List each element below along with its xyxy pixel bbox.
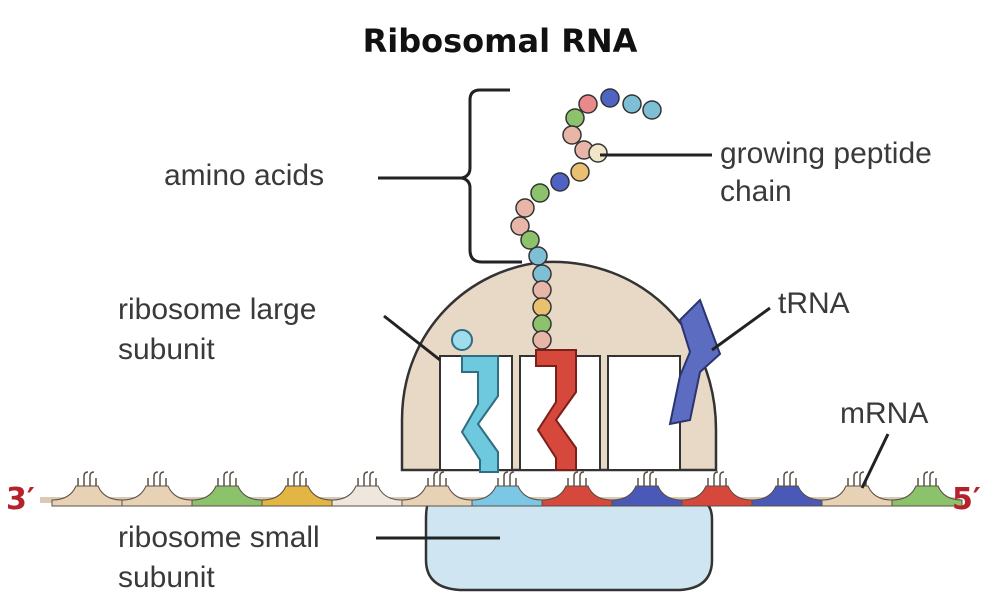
codon	[121, 485, 193, 507]
codon-bases	[847, 471, 867, 486]
amino-acid-bead	[510, 216, 530, 236]
codon	[331, 485, 403, 507]
label-trna: tRNA	[778, 287, 850, 320]
codon	[261, 485, 333, 507]
codon	[891, 485, 963, 507]
amino-acid-bead	[532, 297, 552, 317]
codon	[751, 485, 823, 507]
codon-bases	[147, 471, 167, 486]
codon	[401, 485, 473, 507]
label-mrna: mRNA	[840, 397, 929, 430]
codon	[821, 485, 893, 507]
amino-acid-bead	[570, 162, 590, 182]
trna-amino-acid	[451, 329, 473, 351]
amino-acid-bead	[515, 198, 535, 218]
codon-bases	[777, 471, 797, 486]
mrna-codons	[51, 471, 963, 507]
label-3-prime: 3′	[6, 482, 35, 517]
codon-bases	[357, 471, 377, 486]
label-5-prime: 5′	[952, 482, 981, 517]
codon	[471, 485, 543, 507]
label-growing-peptide-chain: chain	[720, 175, 792, 208]
amino-acid-bead	[565, 108, 585, 128]
amino-acid-bead	[622, 94, 642, 114]
amino-acid-bead	[520, 230, 540, 250]
codon	[681, 485, 753, 507]
amino-acid-bead	[600, 88, 620, 108]
label-growing-peptide: growing peptide	[720, 137, 932, 170]
label-amino-acids: amino acids	[164, 159, 325, 192]
growing-peptide-chain	[510, 88, 662, 350]
trna-blue	[668, 298, 722, 426]
amino-acid-bead	[550, 172, 570, 192]
amino-acid-bead	[642, 100, 662, 120]
trna-cyan	[460, 355, 499, 473]
codon-bases	[497, 471, 517, 486]
codon	[51, 485, 123, 507]
label-large-subunit-2: subunit	[118, 333, 215, 366]
codon-bases	[567, 471, 587, 486]
codon	[191, 485, 263, 507]
codon-bases	[217, 471, 237, 486]
amino-acid-bead	[532, 280, 552, 300]
codon-bases	[917, 471, 937, 486]
ribosome-small-subunit	[424, 500, 714, 592]
codon-bases	[707, 471, 727, 486]
amino-acids-bracket	[461, 88, 522, 264]
amino-acid-bead	[528, 246, 548, 266]
label-small-subunit-2: subunit	[118, 561, 215, 594]
label-large-subunit: ribosome large	[118, 293, 317, 326]
codon-bases	[77, 471, 97, 486]
page-title: Ribosomal RNA	[362, 22, 638, 60]
amino-acid-bead	[530, 183, 550, 203]
leader-mrna	[860, 433, 890, 489]
codon	[611, 485, 683, 507]
label-small-subunit: ribosome small	[118, 521, 320, 554]
trna-red	[535, 349, 577, 471]
leader-large-subunit	[383, 314, 441, 362]
codon	[541, 485, 613, 507]
amino-acid-bead	[588, 143, 608, 163]
amino-acid-bead	[578, 94, 598, 114]
amino-acid-bead	[532, 330, 552, 350]
leader-trna	[711, 306, 771, 352]
amino-acid-bead	[562, 125, 582, 145]
codon-bases	[427, 471, 447, 486]
codon-bases	[287, 471, 307, 486]
codon-bases	[637, 471, 657, 486]
